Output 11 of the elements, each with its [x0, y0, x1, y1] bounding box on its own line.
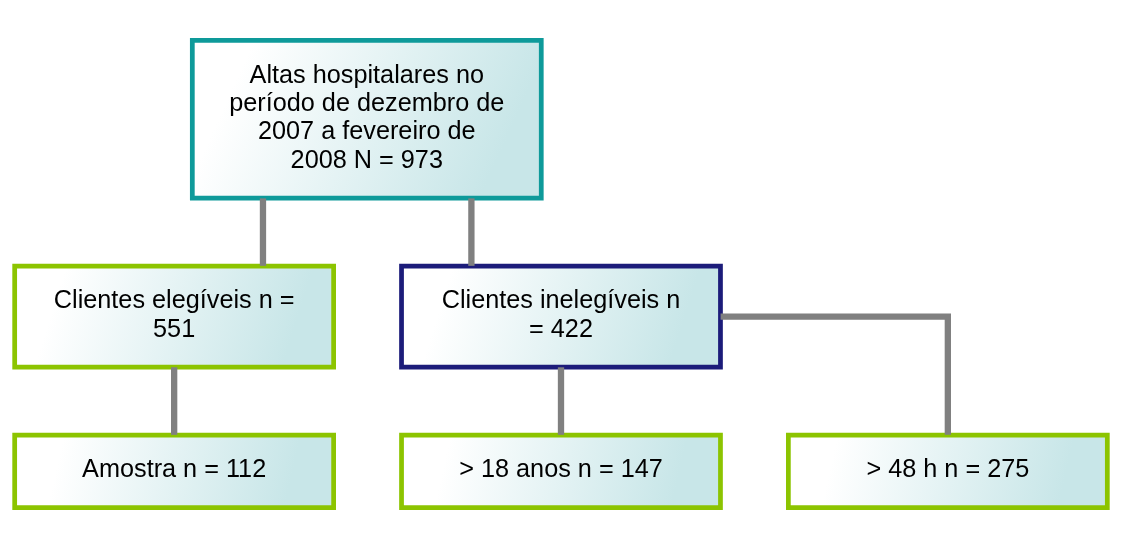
node-box: Altas hospitalares no período de dezembro de 2007 a fevereiro de 2008 N = 973 — [189, 37, 544, 201]
connector — [468, 198, 475, 266]
connector — [171, 367, 178, 435]
node-box: Clientes inelegíveis n = 422 — [399, 263, 723, 370]
node-box: > 18 anos n = 147 — [399, 432, 723, 511]
connector — [259, 198, 267, 266]
node-box: Clientes elegíveis n = 551 — [12, 263, 336, 370]
connector — [557, 367, 565, 435]
connector — [720, 313, 951, 435]
node-box: Amostra n = 112 — [12, 432, 336, 511]
node-box: > 48 h n = 275 — [786, 432, 1110, 511]
